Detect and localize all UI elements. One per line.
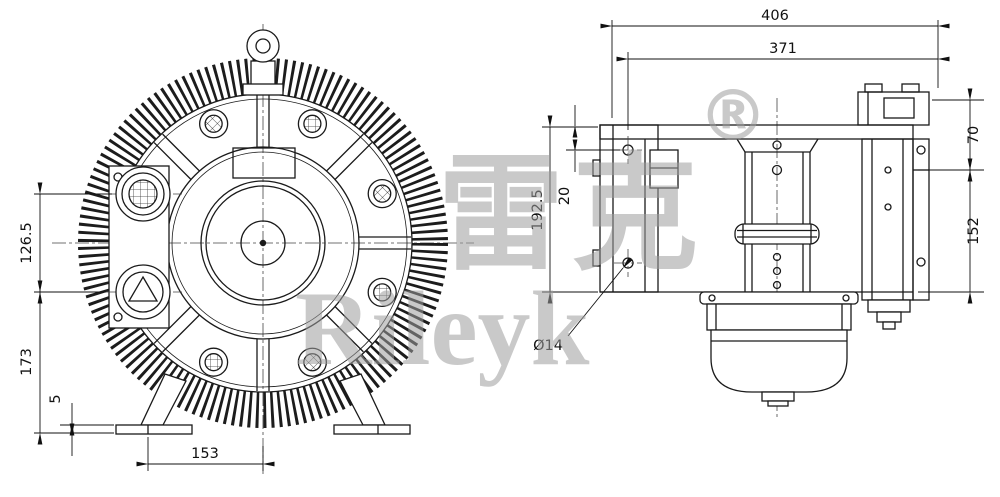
side-body xyxy=(592,124,930,301)
terminal-bracket xyxy=(104,165,182,329)
dim-371-label: 371 xyxy=(769,41,797,57)
dim-126-5-label: 126.5 xyxy=(19,222,35,264)
dim-5: 5 xyxy=(48,394,114,456)
cable-connector-top xyxy=(115,166,171,222)
watermark-cjk-text: 雷克 xyxy=(438,141,706,288)
bolt-holes xyxy=(193,103,403,383)
center-column xyxy=(649,138,819,292)
dim-192-5-label: 192.5 xyxy=(530,189,546,231)
shaft-center-dot xyxy=(259,239,267,247)
dim-406: 406 xyxy=(600,8,950,118)
dim-152: 152 xyxy=(918,158,984,304)
nameplate xyxy=(232,147,296,179)
dim-20-label: 20 xyxy=(557,187,573,205)
dim-20: 20 xyxy=(557,105,620,205)
dim-173: 173 xyxy=(19,280,114,445)
watermark-latin-text: Rileyk xyxy=(295,270,589,387)
side-dimensions: 406 371 70 152 192.5 xyxy=(530,8,984,354)
dim-192-5: 192.5 xyxy=(530,115,598,304)
cable-connector-bottom xyxy=(115,264,171,320)
lifting-eyebolt xyxy=(242,29,284,96)
dim-406-label: 406 xyxy=(761,8,789,24)
dim-70: 70 xyxy=(918,88,984,182)
shaft-stub xyxy=(867,299,911,330)
housing-spokes xyxy=(114,95,412,392)
terminal-box xyxy=(857,83,930,126)
front-dimensions: 126.5 173 5 153 xyxy=(19,182,275,471)
watermark: 雷克 ® Rileyk xyxy=(295,75,768,387)
dim-hole-dia: Ø14 xyxy=(533,257,633,354)
watermark-registered-mark: ® xyxy=(698,75,768,157)
dim-173-label: 173 xyxy=(19,348,35,376)
muffler xyxy=(734,223,820,245)
dim-hole-dia-label: Ø14 xyxy=(533,338,563,354)
dim-5-label: 5 xyxy=(48,394,64,403)
dim-153: 153 xyxy=(136,437,275,471)
dim-126-5: 126.5 xyxy=(19,182,112,304)
front-view: 126.5 173 5 153 xyxy=(19,24,474,474)
dim-70-label: 70 xyxy=(966,126,982,144)
dim-152-label: 152 xyxy=(966,217,982,245)
inlet-grille xyxy=(200,180,326,306)
side-view: 406 371 70 152 192.5 xyxy=(530,8,984,418)
dim-153-label: 153 xyxy=(191,446,219,462)
dim-371: 371 xyxy=(616,41,950,130)
motor-bell xyxy=(699,291,859,407)
mounting-feet xyxy=(115,373,411,435)
